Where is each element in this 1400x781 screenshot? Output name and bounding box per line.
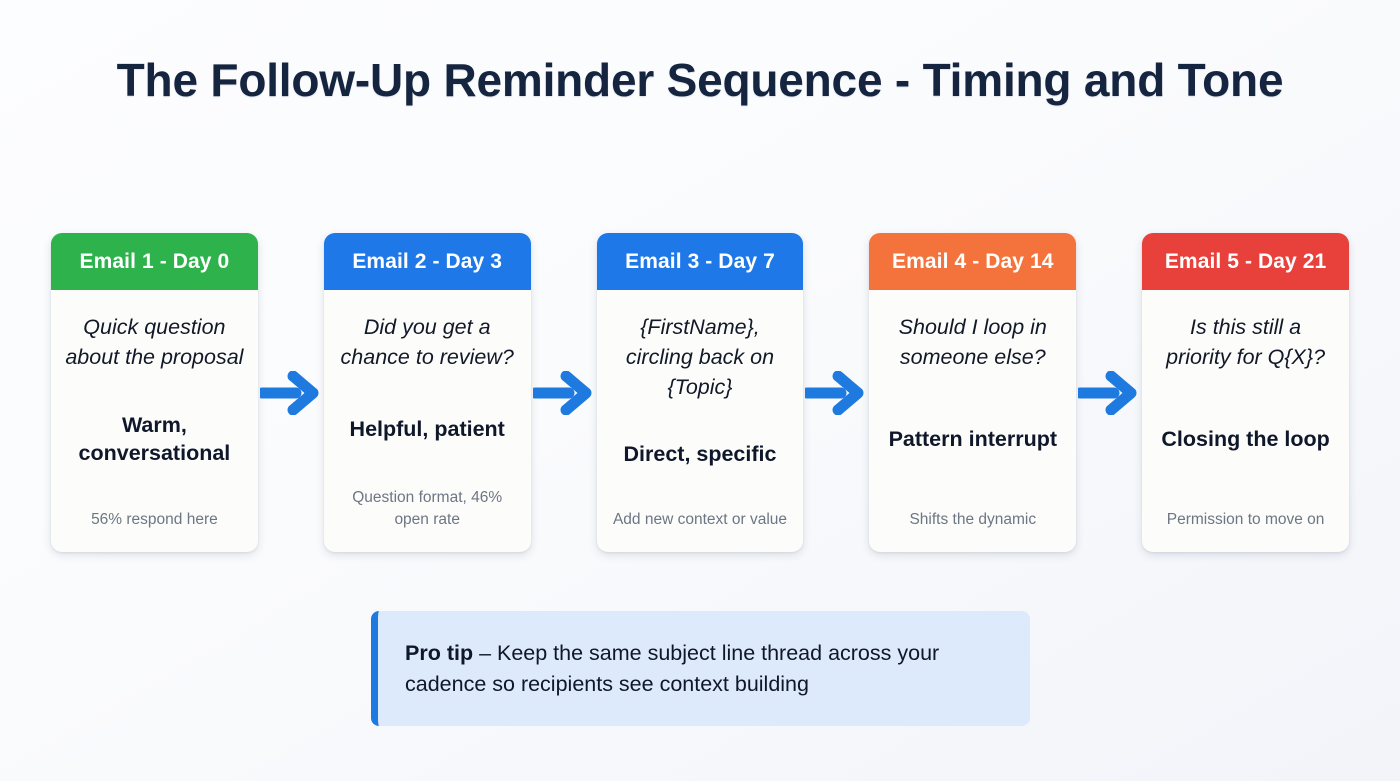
email-card-5[interactable]: Email 5 - Day 21 Is this still a priorit… (1142, 233, 1349, 552)
arrow-right-icon-3 (803, 233, 869, 552)
arrow-right-icon-4 (1076, 233, 1142, 552)
email-card-5-note: Permission to move on (1166, 510, 1325, 528)
email-card-4-body: Should I loop in someone else? Pattern i… (869, 290, 1076, 552)
email-card-2-tone: Helpful, patient (349, 416, 505, 441)
email-card-1-tone: Warm, conversational (78, 413, 231, 466)
email-card-1-quote: Quick question about the proposal (65, 315, 244, 370)
email-card-2-note: Question format, 46% open rate (352, 489, 503, 528)
email-card-5-body: Is this still a priority for Q{X}? Closi… (1142, 290, 1349, 552)
email-card-5-tone: Closing the loop (1161, 427, 1330, 452)
page-title: The Follow-Up Reminder Sequence - Timing… (116, 54, 1284, 106)
pro-tip-body: – Keep the same subject line thread acro… (405, 640, 940, 696)
email-card-1[interactable]: Email 1 - Day 0 Quick question about the… (51, 233, 258, 552)
pro-tip-callout: Pro tip – Keep the same subject line thr… (371, 611, 1030, 726)
email-sequence-flow: Email 1 - Day 0 Quick question about the… (51, 233, 1349, 553)
email-card-4-header: Email 4 - Day 14 (869, 233, 1077, 290)
email-card-3-tone: Direct, specific (623, 442, 777, 467)
email-card-4-note: Shifts the dynamic (909, 510, 1037, 528)
email-card-1-body: Quick question about the proposal Warm, … (51, 290, 258, 552)
email-card-1-note: 56% respond here (91, 510, 218, 528)
email-card-3-header: Email 3 - Day 7 (596, 233, 804, 290)
email-card-4[interactable]: Email 4 - Day 14 Should I loop in someon… (869, 233, 1077, 552)
email-card-3-note: Add new context or value (612, 510, 788, 528)
email-card-1-header: Email 1 - Day 0 (51, 233, 258, 290)
email-card-3-body: {FirstName}, circling back on {Topic} Di… (597, 290, 804, 552)
email-card-2-header: Email 2 - Day 3 (323, 233, 531, 290)
email-card-4-tone: Pattern interrupt (888, 427, 1057, 452)
email-card-2-body: Did you get a chance to review? Helpful,… (324, 290, 531, 552)
email-card-4-quote: Should I loop in someone else? (898, 315, 1047, 370)
email-card-5-header: Email 5 - Day 21 (1142, 233, 1349, 290)
email-card-3-quote: {FirstName}, circling back on {Topic} (625, 315, 775, 400)
email-card-2-quote: Did you get a chance to review? (340, 315, 514, 370)
pro-tip-text: Pro tip – Keep the same subject line thr… (405, 638, 1006, 699)
pro-tip-label: Pro tip (405, 640, 474, 665)
email-card-2[interactable]: Email 2 - Day 3 Did you get a chance to … (323, 233, 531, 552)
arrow-right-icon-2 (531, 233, 597, 552)
arrow-right-icon-1 (258, 233, 324, 552)
email-card-3[interactable]: Email 3 - Day 7 {FirstName}, circling ba… (596, 233, 804, 552)
email-card-5-quote: Is this still a priority for Q{X}? (1166, 315, 1326, 370)
